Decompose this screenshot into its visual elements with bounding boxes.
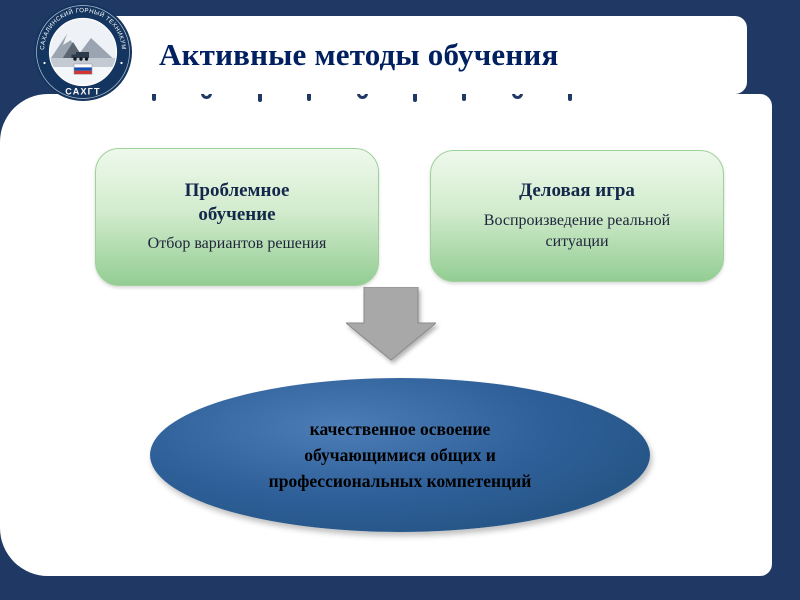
clipped-text-fragment [462,87,467,101]
method-box-business-game: Деловая игра Воспроизведение реальной си… [430,150,724,282]
method-box-title: Проблемное обучение [184,179,290,225]
clipped-text-fragment [307,87,312,101]
truck-wheel [79,57,83,61]
flag-stripe-white [74,64,92,68]
method-box-subtitle: Отбор вариантов решения [147,235,327,253]
method-box-problem-learning: Проблемное обучение Отбор вариантов реше… [95,148,379,286]
snow-cap-icon [63,34,71,45]
flag-stripe-red [74,70,92,75]
flag-stripe-blue [74,67,92,71]
russian-flag-icon [73,63,93,75]
down-arrow-polygon [344,286,438,361]
truck-body [76,52,89,58]
truck-cab [71,54,77,58]
truck-icon [71,52,89,61]
down-arrow-shape [344,286,438,361]
truck-wheel [73,57,77,61]
title-banner: Активные методы обучения [97,16,747,94]
logo-outer-line [36,5,130,99]
slide-title: Активные методы обучения [159,37,559,72]
truck-wheel [84,57,89,61]
clipped-text-fragment [257,87,262,102]
ring-dot [43,61,46,65]
clipped-text-fragment [568,87,572,101]
method-box-title: Деловая игра [519,180,635,202]
clipped-text-fragment [152,87,156,101]
flag-border [73,63,93,75]
down-arrow-icon [344,286,438,361]
outcome-text: качественное освоение обучающимися общих… [268,418,532,492]
school-logo-emblem: САХАЛИНСКИЙ ГОРНЫЙ ТЕХНИКУМ САХГТ [33,2,133,102]
clipped-text-fragment [412,87,417,102]
logo-acronym-text: САХГТ [65,87,100,97]
ground [50,58,116,67]
ring-dot [120,61,123,65]
outcome-ellipse: качественное освоение обучающимися общих… [150,378,650,532]
method-box-subtitle: Воспроизведение реальной ситуации [483,212,671,250]
school-logo-icon: САХАЛИНСКИЙ ГОРНЫЙ ТЕХНИКУМ САХГТ [34,3,132,101]
